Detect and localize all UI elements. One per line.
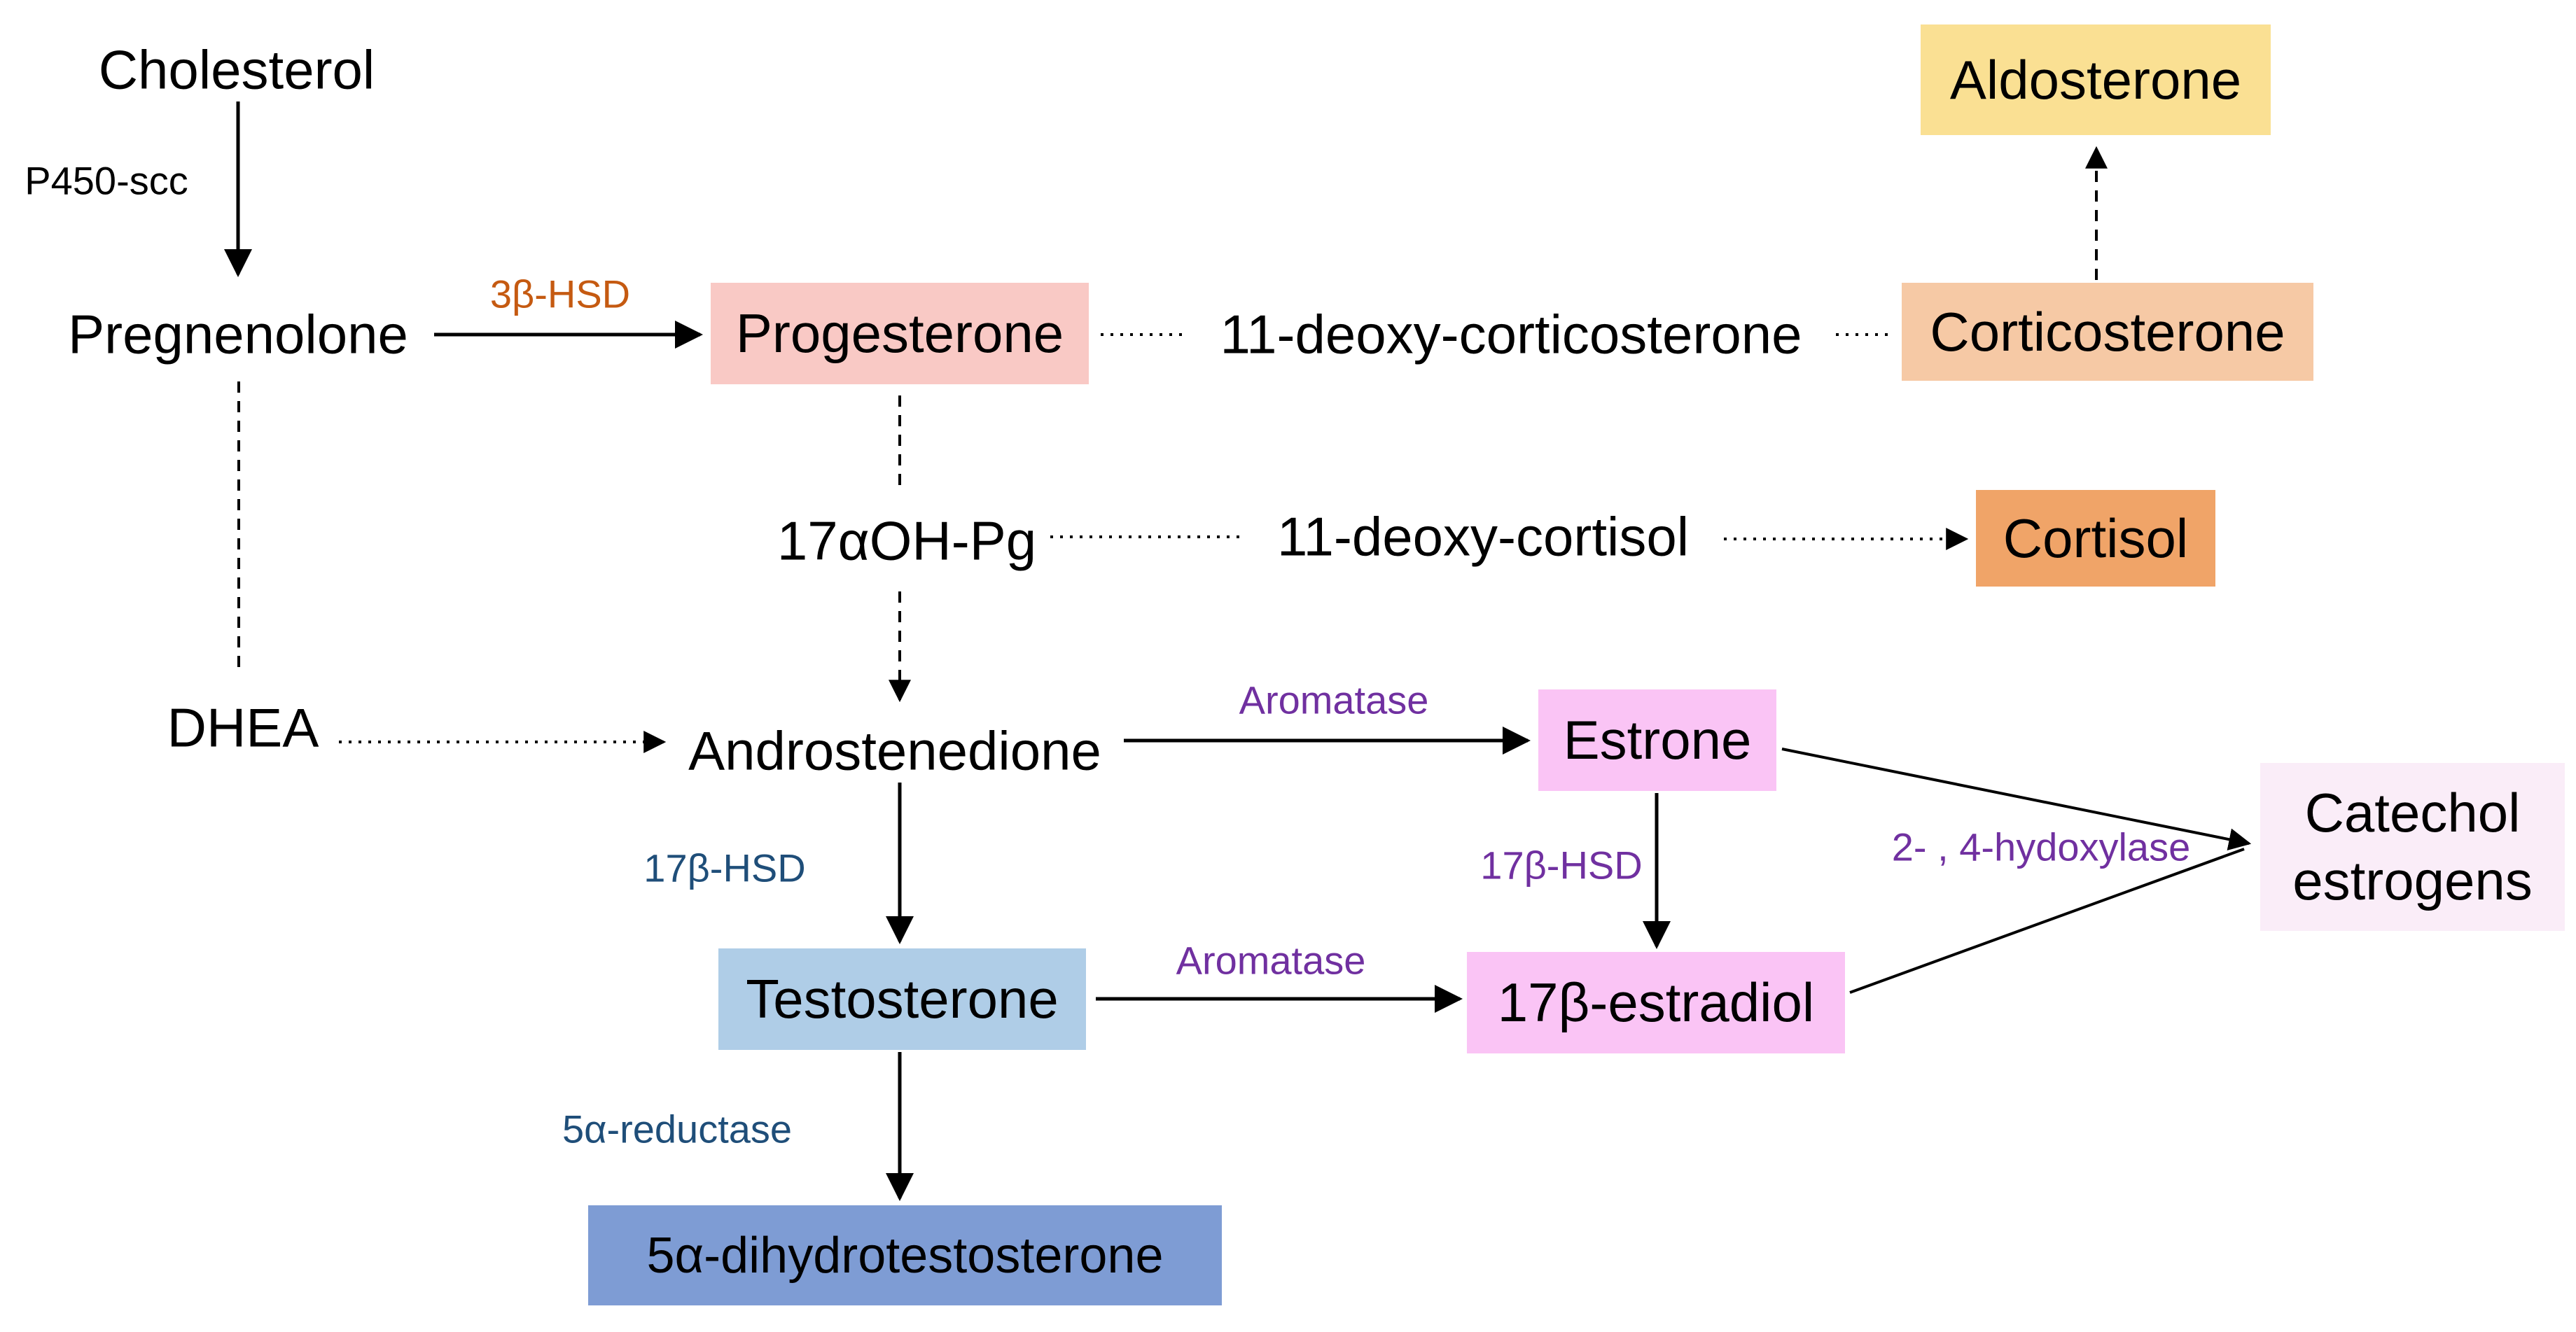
enzyme-aromatase-estradiol: Aromatase <box>1176 938 1366 983</box>
node-11-deoxy-cortisol: 11-deoxy-cortisol <box>1276 505 1690 568</box>
node-dhea: DHEA <box>167 696 319 759</box>
node-progesterone-box: Progesterone <box>711 283 1089 384</box>
enzyme-p450-scc: P450-scc <box>25 158 188 203</box>
enzyme-17b-hsd-androgen: 17β-HSD <box>643 846 806 890</box>
node-aldosterone-box: Aldosterone <box>1921 24 2271 135</box>
line-estradiol-catechol <box>1849 848 2245 994</box>
enzyme-3b-hsd: 3β-HSD <box>489 272 631 316</box>
enzyme-17b-hsd-estrogen: 17β-HSD <box>1480 843 1643 888</box>
node-catechol-estrogens-box: Catechol estrogens <box>2260 763 2565 931</box>
node-cortisol-box: Cortisol <box>1976 490 2215 587</box>
node-corticosterone-box: Corticosterone <box>1902 283 2313 381</box>
node-17a-oh-pg: 17αOH-Pg <box>777 510 1037 572</box>
enzyme-2-4-hydroxylase: 2- , 4-hydoxylase <box>1891 825 2191 869</box>
node-estrone-box: Estrone <box>1538 689 1776 791</box>
node-cholesterol: Cholesterol <box>98 38 375 101</box>
enzyme-aromatase-estrone: Aromatase <box>1239 678 1429 722</box>
node-androstenedione: Androstenedione <box>688 720 1101 782</box>
node-17b-estradiol-box: 17β-estradiol <box>1467 952 1845 1053</box>
node-testosterone-box: Testosterone <box>718 948 1086 1050</box>
enzyme-5a-reductase: 5α-reductase <box>562 1107 793 1151</box>
arrow-estrone-catechol <box>1781 748 2252 850</box>
node-5a-dihydrotestosterone-box: 5α-dihydrotestosterone <box>588 1205 1222 1305</box>
node-pregnenolone: Pregnenolone <box>68 303 408 365</box>
node-11-deoxy-corticosterone: 11-deoxy-corticosterone <box>1220 303 1802 365</box>
